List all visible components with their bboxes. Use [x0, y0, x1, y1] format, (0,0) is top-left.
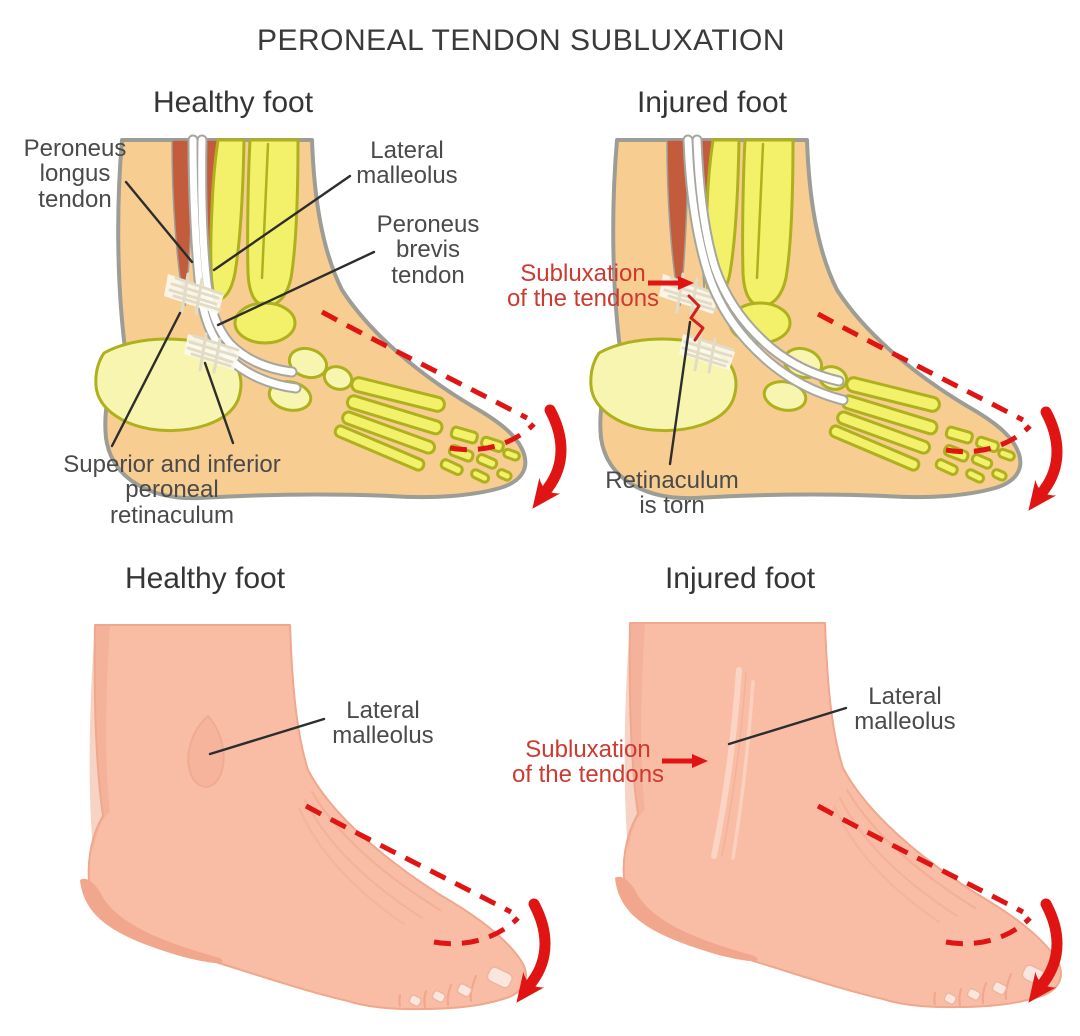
label-subluxation-top: Subluxation of the tendons: [506, 260, 660, 313]
label-peroneus-longus-tendon: Peroneus longus tendon: [23, 135, 127, 213]
retinaculum-tear-mark: [687, 294, 705, 342]
subluxated-peroneus-longus-tendon: [684, 136, 847, 404]
panel-heading-bottom-left: Healthy foot: [124, 562, 286, 595]
panel-heading-top-left: Healthy foot: [152, 86, 314, 119]
injured-foot-anatomy: [588, 134, 1023, 501]
label-retinaculum-torn: Retinaculum is torn: [605, 467, 739, 520]
panel-heading-bottom-right: Injured foot: [664, 562, 816, 595]
peroneus-longus-tendon: [189, 136, 300, 392]
healthy-foot-external: [78, 623, 528, 1011]
label-peroneus-brevis-tendon: Peroneus brevis tendon: [376, 211, 480, 289]
subluxated-peroneus-brevis-tendon: [693, 136, 843, 385]
lateral-malleolus-bump: [187, 714, 225, 788]
healthy-foot-anatomy: [93, 134, 528, 501]
label-lateral-malleolus-bottom-right: Lateral malleolus: [854, 683, 956, 736]
injured-foot-external: [613, 621, 1063, 1009]
label-lateral-malleolus-bottom-left: Lateral malleolus: [332, 697, 434, 750]
label-peroneal-retinaculum: Superior and inferior peroneal retinacul…: [63, 451, 281, 529]
diagram-title: PERONEAL TENDON SUBLUXATION: [256, 24, 786, 57]
subluxed-tendon-ridge: [711, 667, 755, 860]
label-lateral-malleolus-top: Lateral malleolus: [356, 137, 458, 190]
leader-lines: [110, 174, 848, 756]
panel-heading-top-right: Injured foot: [636, 86, 788, 119]
label-subluxation-bottom: Subluxation of the tendons: [511, 736, 665, 789]
